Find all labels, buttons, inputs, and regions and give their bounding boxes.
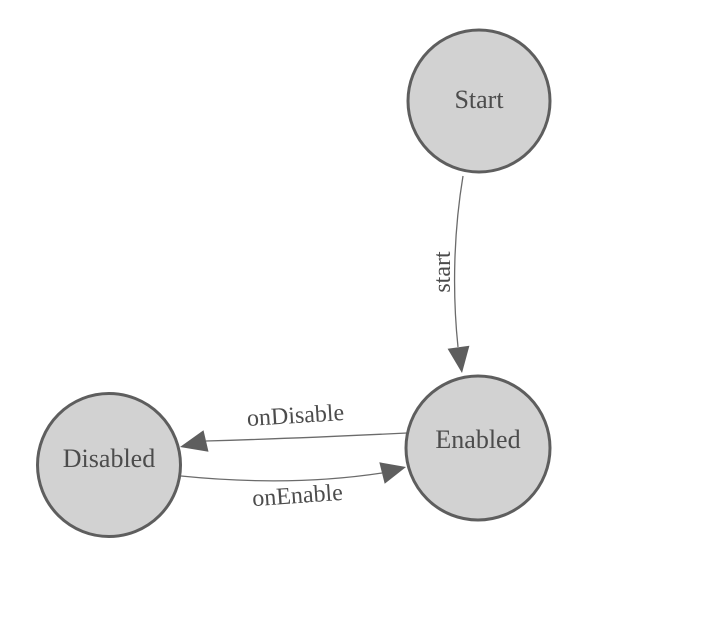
arrowhead-icon: [447, 345, 470, 373]
arrowhead-icon: [180, 430, 209, 452]
state-node-disabled: Disabled: [36, 392, 182, 538]
edge-line-start: [453, 175, 464, 348]
edge-enabled-to-disabled: onDisable: [180, 400, 408, 452]
edge-line-ondisable: [205, 432, 408, 442]
node-circle-disabled: [36, 392, 182, 538]
state-node-enabled: Enabled: [404, 374, 552, 522]
edge-disabled-to-enabled: onEnable: [180, 462, 406, 512]
node-label-start: Start: [454, 85, 504, 114]
node-label-enabled: Enabled: [435, 425, 520, 454]
edge-label-onenable: onEnable: [251, 480, 343, 512]
node-circle-enabled: [404, 374, 552, 522]
arrowhead-icon: [379, 462, 406, 484]
edge-start-to-enabled: start: [430, 175, 470, 373]
state-node-start: Start: [406, 28, 552, 174]
node-circle-start: [406, 28, 552, 174]
edge-label-ondisable: onDisable: [246, 400, 345, 432]
edge-line-onenable: [180, 472, 383, 482]
node-label-disabled: Disabled: [63, 444, 155, 473]
edge-label-start: start: [430, 251, 456, 293]
